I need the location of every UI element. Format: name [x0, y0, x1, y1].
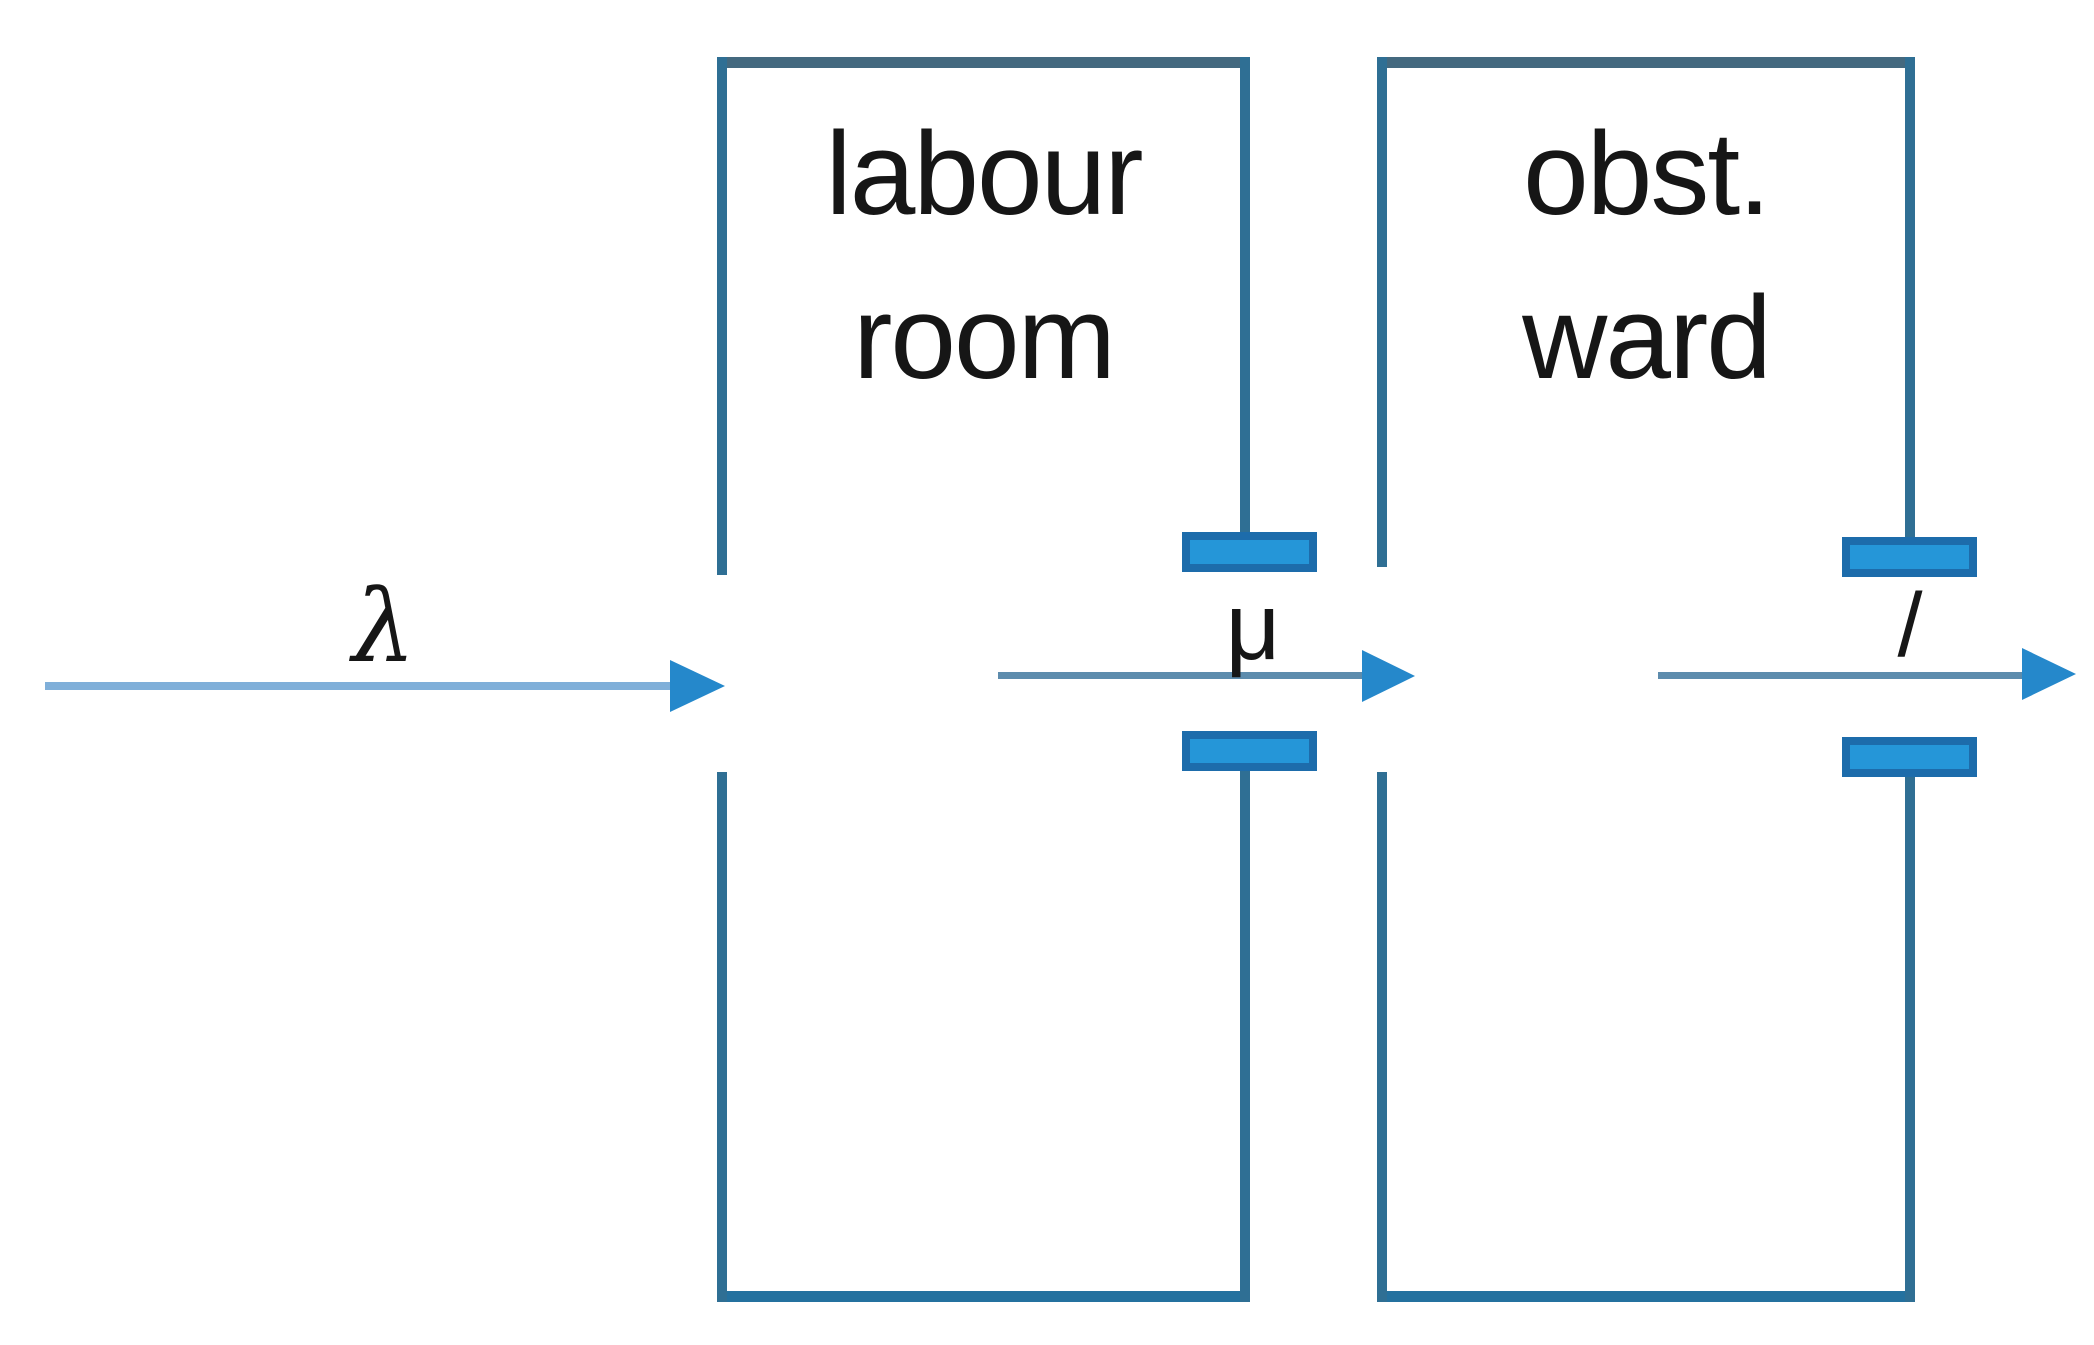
obst-ward-wall-top — [1377, 57, 1915, 68]
transfer-arrowhead-icon — [1362, 650, 1415, 702]
obst-ward-exit-door-bottom — [1842, 737, 1977, 777]
obst-ward-label: obst. ward — [1382, 92, 1910, 420]
discharge-arrow-line — [1658, 672, 2025, 679]
transfer-arrow-line — [998, 672, 1365, 679]
obst-ward-wall-left-lower — [1377, 772, 1387, 1302]
obst-ward-label-line1: obst. — [1523, 108, 1771, 240]
labour-room-label-line2: room — [853, 272, 1116, 404]
discharge-rate-label: / — [1897, 576, 1923, 676]
arrival-arrow-line — [45, 682, 673, 690]
obst-ward-label-line2: ward — [1522, 272, 1772, 404]
arrival-arrowhead-icon — [670, 660, 725, 712]
discharge-arrowhead-icon — [2022, 648, 2076, 700]
labour-room-label-line1: labour — [825, 108, 1143, 240]
obst-ward-wall-right-lower — [1905, 777, 1915, 1302]
obst-ward-wall-right-upper — [1905, 57, 1915, 537]
obst-ward-wall-left-upper — [1377, 57, 1387, 567]
labour-room-label: labour room — [722, 92, 1245, 420]
mu-label: μ — [1225, 574, 1281, 680]
labour-room-wall-right-upper — [1240, 57, 1250, 532]
labour-room-wall-left-lower — [717, 772, 727, 1302]
lambda-label: λ — [352, 568, 416, 685]
labour-room-exit-door-bottom — [1182, 731, 1317, 771]
labour-room-wall-left-upper — [717, 57, 727, 575]
obst-ward-exit-door-top — [1842, 537, 1977, 577]
obst-ward-wall-bottom — [1377, 1291, 1915, 1302]
labour-room-wall-top — [717, 57, 1250, 68]
labour-room-wall-bottom — [717, 1291, 1250, 1302]
labour-room-exit-door-top — [1182, 532, 1317, 572]
labour-room-wall-right-lower — [1240, 770, 1250, 1302]
